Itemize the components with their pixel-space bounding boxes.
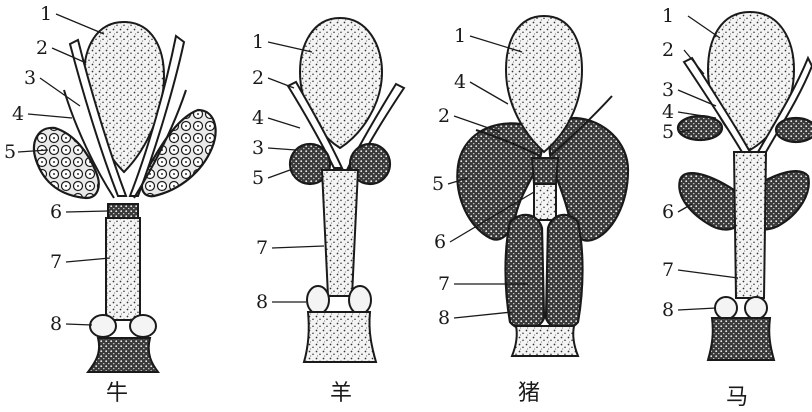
sheep-label-8: 8 [256, 291, 268, 313]
pig-label-5: 5 [432, 173, 444, 195]
diagram-horse: 1 2 3 4 5 6 7 8 马 [662, 5, 812, 410]
sheep-caption: 羊 [330, 381, 352, 406]
cattle-urethra [106, 218, 140, 320]
diagram-cattle: 1 2 3 4 5 6 7 8 牛 [4, 3, 216, 406]
cattle-label-5: 5 [4, 141, 16, 163]
cattle-prostate-body [108, 204, 138, 218]
horse-bulbourethral-glands [708, 297, 774, 360]
sheep-label-1: 1 [252, 31, 264, 53]
sheep-label-3: 3 [252, 137, 264, 159]
sheep-label-5: 5 [252, 167, 264, 189]
sheep-bulbourethral-glands [304, 286, 376, 362]
pig-label-7: 7 [438, 273, 450, 295]
horse-urethra [734, 152, 766, 298]
cattle-label-4: 4 [12, 103, 24, 125]
horse-label-2: 2 [662, 39, 674, 61]
sheep-label-4: 4 [252, 107, 264, 129]
sheep-label-7: 7 [256, 237, 268, 259]
pig-label-6: 6 [434, 231, 446, 253]
cattle-label-2: 2 [36, 37, 48, 59]
horse-label-1: 1 [662, 5, 674, 27]
horse-label-7: 7 [662, 259, 674, 281]
cattle-label-3: 3 [24, 67, 36, 89]
horse-label-6: 6 [662, 201, 674, 223]
cattle-bulbourethral-glands [88, 315, 158, 372]
sheep-label-2: 2 [252, 67, 264, 89]
pig-urethra [534, 184, 556, 220]
cattle-caption: 牛 [106, 381, 128, 406]
horse-label-4: 4 [662, 101, 674, 123]
diagram-sheep: 1 2 4 3 5 7 8 羊 [252, 18, 404, 406]
horse-label-3: 3 [662, 79, 674, 101]
cattle-label-7: 7 [50, 251, 62, 273]
pig-label-2: 2 [438, 105, 450, 127]
sheep-urethra [322, 170, 358, 296]
cattle-label-6: 6 [50, 201, 62, 223]
pig-label-4: 4 [454, 71, 466, 93]
pig-label-8: 8 [438, 307, 450, 329]
pig-label-1: 1 [454, 25, 466, 47]
pig-caption: 猪 [518, 381, 540, 406]
pig-bulbourethral-glands [506, 215, 583, 356]
horse-label-5: 5 [662, 121, 674, 143]
cattle-vesicular-gland-left [34, 128, 99, 198]
horse-label-8: 8 [662, 299, 674, 321]
cattle-label-8: 8 [50, 313, 62, 335]
horse-caption: 马 [726, 385, 748, 410]
cattle-label-1: 1 [40, 3, 52, 25]
pig-prostate-body [532, 158, 558, 184]
diagram-pig: 1 4 2 5 6 7 8 猪 [432, 16, 628, 406]
